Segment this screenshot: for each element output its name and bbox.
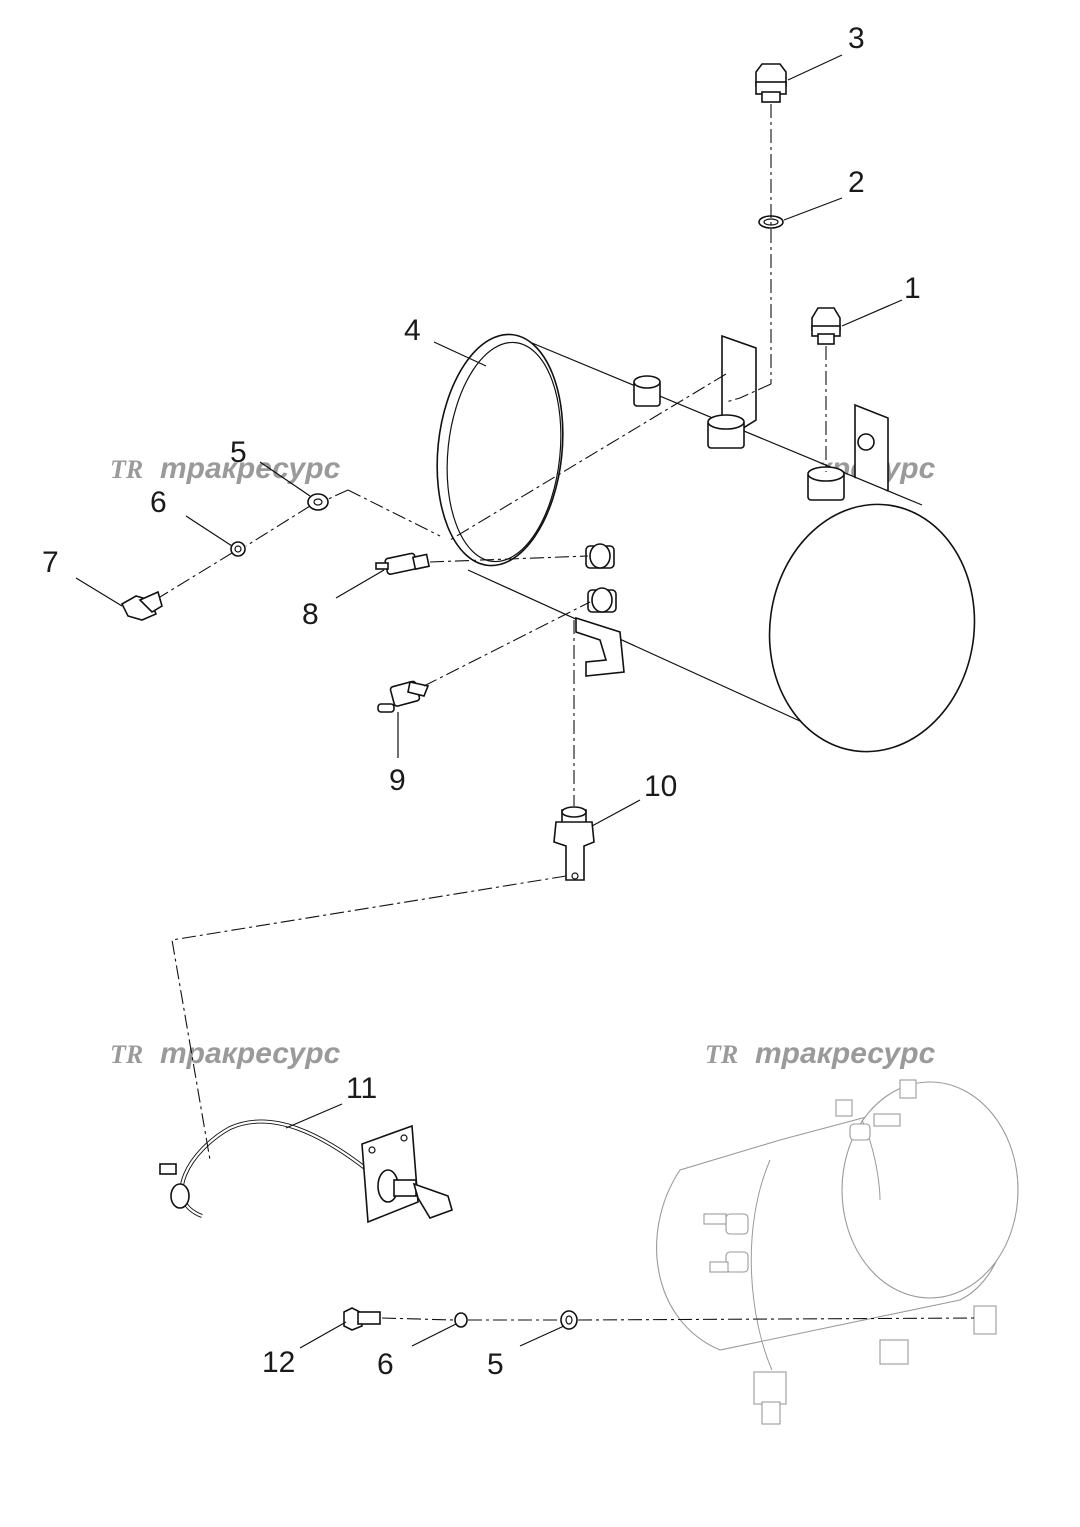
callout-5-upper: 5	[230, 436, 247, 469]
callout-5-lower: 5	[487, 1348, 504, 1381]
drain-cable-assembly	[159, 1119, 453, 1224]
tank-boss-side-1	[585, 543, 615, 569]
watermark-bottom-left: TR тракресурс	[110, 1037, 341, 1070]
watermark-bottom-right: TR тракресурс	[705, 1037, 936, 1070]
condensate-drain-valve	[553, 806, 595, 881]
tank-boss-top-2	[707, 414, 745, 449]
union-fitting-right	[811, 307, 841, 345]
callout-6-upper: 6	[150, 486, 167, 519]
lock-washer-upper	[230, 541, 246, 557]
watermark-top-left: TR тракресурс	[110, 452, 341, 485]
reference-tank-view	[656, 1079, 1019, 1425]
air-receiver-tank	[436, 333, 976, 753]
pull-handle	[412, 1182, 453, 1219]
union-fitting	[755, 63, 787, 103]
callout-numbers: 3 2 1 4 5 6 7 8 9 10 11 12 6 5	[42, 22, 921, 1381]
callout-6-lower: 6	[377, 1348, 394, 1381]
bolt-lower	[343, 1307, 381, 1331]
leader-lines	[75, 54, 903, 1349]
mounting-bracket-rear	[721, 334, 757, 431]
pressure-sensor	[375, 552, 431, 575]
callout-2: 2	[848, 166, 865, 199]
washer-upper	[307, 493, 329, 511]
lower-bracket-hook	[575, 616, 625, 677]
svg-text:тракресурс: тракресурс	[160, 1037, 341, 1070]
callout-11: 11	[346, 1072, 377, 1105]
washer-lower	[560, 1310, 578, 1330]
callout-1: 1	[904, 272, 921, 305]
tank-boss-top-1	[633, 375, 661, 407]
tank-boss-side-2	[587, 587, 617, 613]
drain-valve	[377, 680, 430, 713]
callout-12: 12	[262, 1346, 295, 1379]
callout-10: 10	[644, 770, 677, 803]
svg-text:TR: TR	[705, 1040, 738, 1069]
bolt-upper	[120, 590, 163, 621]
lock-washer-lower	[454, 1312, 468, 1328]
callout-9: 9	[389, 764, 406, 797]
svg-text:тракресурс: тракресурс	[755, 1037, 936, 1070]
tank-end-cap-front	[768, 503, 976, 753]
callout-4: 4	[404, 314, 421, 347]
callout-7: 7	[42, 546, 59, 579]
svg-text:TR: TR	[110, 1040, 143, 1069]
callout-8: 8	[302, 598, 319, 631]
callout-3: 3	[848, 22, 865, 55]
tank-end-cap-rear	[436, 333, 564, 567]
tank-boss-top-3	[807, 466, 845, 501]
svg-text:TR: TR	[110, 455, 143, 484]
svg-text:тракресурс: тракресурс	[160, 452, 341, 485]
assembly-center-lines	[159, 104, 977, 1321]
